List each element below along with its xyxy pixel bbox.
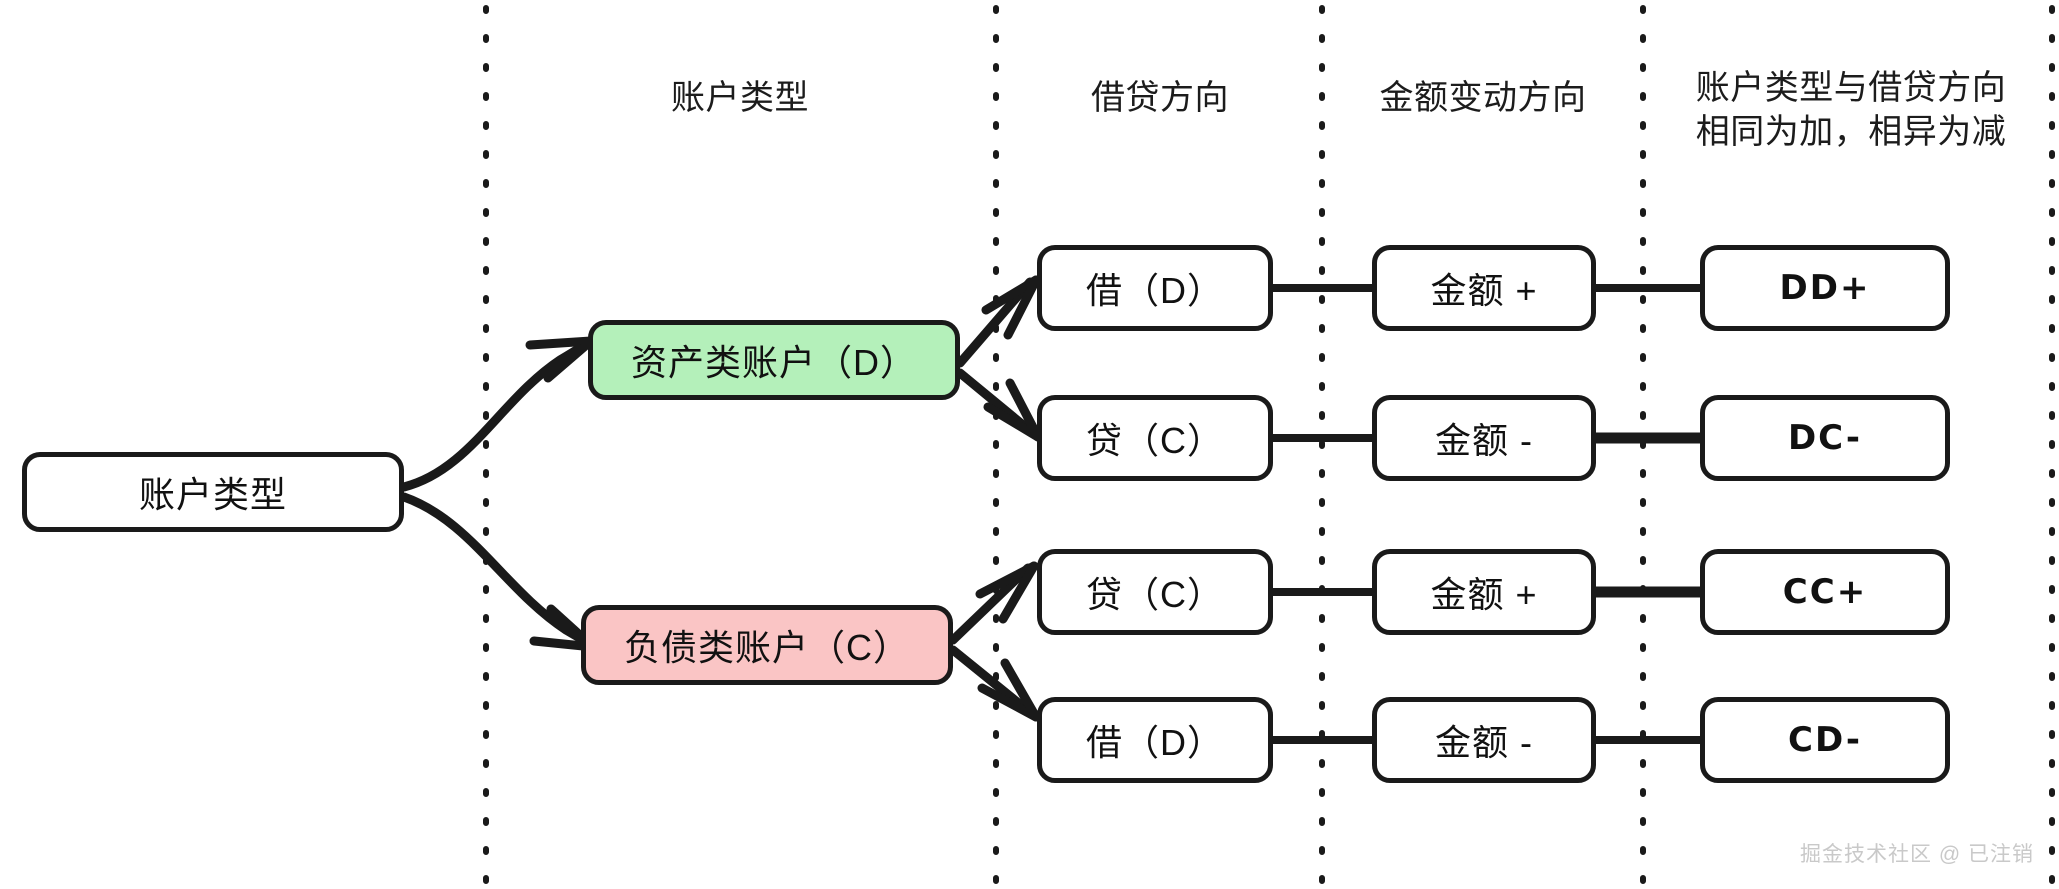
node-result-row-3[interactable]: CC+ bbox=[1700, 549, 1950, 635]
root-branches bbox=[399, 337, 595, 650]
root-branch-arrowheads bbox=[525, 336, 598, 652]
node-asset-account[interactable]: 资产类账户（D） bbox=[588, 320, 960, 400]
row-links bbox=[1269, 284, 1706, 744]
arrowhead-asset-debit-a bbox=[981, 275, 1041, 315]
node-direction-row-3[interactable]: 贷（C） bbox=[1037, 549, 1273, 635]
arrowhead-asset-debit-b bbox=[1003, 275, 1041, 340]
node-direction-row-2[interactable]: 贷（C） bbox=[1037, 395, 1273, 481]
node-amount-row-2[interactable]: 金额 - bbox=[1372, 395, 1596, 481]
liability-branch-arrowheads bbox=[975, 561, 1041, 722]
node-amount-row-3[interactable]: 金额 + bbox=[1372, 549, 1596, 635]
watermark: 掘金技术社区 @ 已注销 bbox=[1800, 843, 2034, 866]
arrowhead-asset-credit-b bbox=[1005, 378, 1043, 442]
arrowhead-liability-credit-b bbox=[998, 561, 1039, 624]
arrowhead-liability-credit-a bbox=[975, 561, 1039, 599]
node-result-row-4[interactable]: CD- bbox=[1700, 697, 1950, 783]
node-direction-row-1[interactable]: 借（D） bbox=[1037, 245, 1273, 331]
node-liability-account[interactable]: 负债类账户（C） bbox=[581, 605, 953, 685]
arrowhead-asset-b bbox=[543, 336, 596, 383]
node-amount-row-4[interactable]: 金额 - bbox=[1372, 697, 1596, 783]
node-root-account-type[interactable]: 账户类型 bbox=[22, 452, 404, 532]
arrowhead-asset-credit-a bbox=[983, 402, 1043, 442]
node-direction-row-4[interactable]: 借（D） bbox=[1037, 697, 1273, 783]
node-amount-row-1[interactable]: 金额 + bbox=[1372, 245, 1596, 331]
column-header-amount-change: 金额变动方向 bbox=[1379, 79, 1587, 117]
column-header-debit-credit: 借贷方向 bbox=[1091, 79, 1229, 117]
arrowhead-liability-debit-a bbox=[977, 683, 1041, 722]
arrowhead-liability-debit-b bbox=[1000, 658, 1041, 722]
arrowhead-asset-a bbox=[525, 336, 596, 350]
node-result-row-2[interactable]: DC- bbox=[1700, 395, 1950, 481]
node-result-row-1[interactable]: DD+ bbox=[1700, 245, 1950, 331]
column-header-rule: 账户类型与借贷方向 相同为加，相异为减 bbox=[1695, 69, 2007, 151]
column-header-account-type: 账户类型 bbox=[671, 79, 809, 117]
asset-branch-arrowheads bbox=[981, 275, 1043, 442]
